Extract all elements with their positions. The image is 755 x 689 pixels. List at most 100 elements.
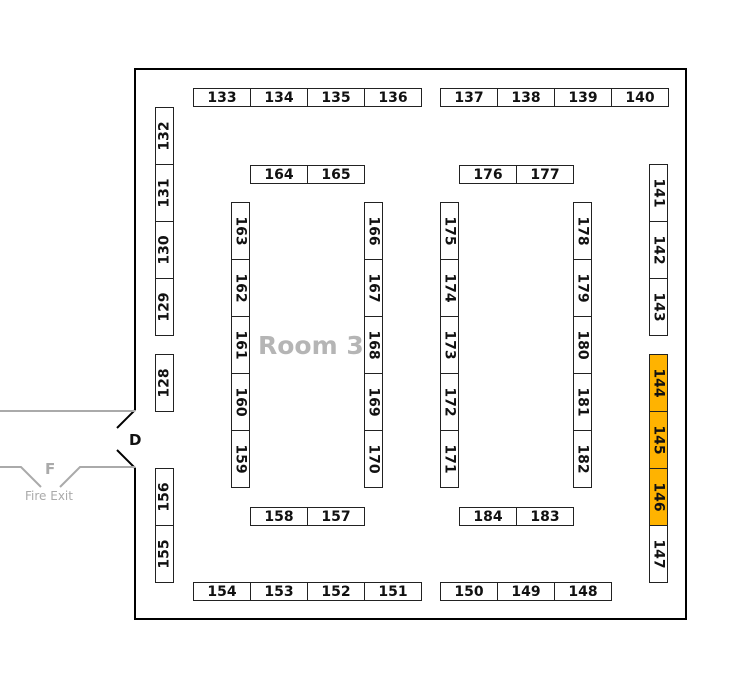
booth-166[interactable]: 166: [364, 202, 383, 260]
booth-number: 169: [365, 387, 382, 417]
booth-160[interactable]: 160: [231, 373, 250, 431]
booth-number: 167: [365, 273, 382, 303]
booth-number: 131: [156, 178, 173, 208]
booth-131[interactable]: 131: [155, 164, 174, 222]
booth-number: 182: [574, 444, 591, 474]
booth-number: 157: [321, 508, 351, 525]
booth-number: 134: [264, 89, 294, 106]
booth-158[interactable]: 158: [250, 507, 308, 526]
booth-132[interactable]: 132: [155, 107, 174, 165]
booth-184[interactable]: 184: [459, 507, 517, 526]
booth-number: 143: [650, 292, 667, 322]
booth-130[interactable]: 130: [155, 221, 174, 279]
booth-number: 128: [156, 368, 173, 398]
booth-number: 159: [232, 444, 249, 474]
booth-number: 152: [321, 583, 351, 600]
booth-163[interactable]: 163: [231, 202, 250, 260]
room-label: Room 3: [258, 331, 364, 360]
booth-171[interactable]: 171: [440, 430, 459, 488]
booth-number: 173: [441, 330, 458, 360]
booth-number: 172: [441, 387, 458, 417]
booth-140[interactable]: 140: [611, 88, 669, 107]
booth-144[interactable]: 144: [649, 354, 668, 412]
booth-145[interactable]: 145: [649, 411, 668, 469]
booth-174[interactable]: 174: [440, 259, 459, 317]
booth-129[interactable]: 129: [155, 278, 174, 336]
booth-number: 132: [156, 121, 173, 151]
booth-number: 163: [232, 216, 249, 246]
door-label: D: [129, 431, 142, 449]
booth-134[interactable]: 134: [250, 88, 308, 107]
booth-177[interactable]: 177: [516, 165, 574, 184]
booth-135[interactable]: 135: [307, 88, 365, 107]
booth-146[interactable]: 146: [649, 468, 668, 526]
booth-161[interactable]: 161: [231, 316, 250, 374]
booth-169[interactable]: 169: [364, 373, 383, 431]
booth-143[interactable]: 143: [649, 278, 668, 336]
booth-number: 141: [650, 178, 667, 208]
fire-exit-label: Fire Exit: [25, 489, 73, 503]
fire-exit-letter: F: [45, 460, 56, 478]
booth-number: 129: [156, 292, 173, 322]
booth-number: 150: [454, 583, 484, 600]
booth-139[interactable]: 139: [554, 88, 612, 107]
booth-136[interactable]: 136: [364, 88, 422, 107]
booth-148[interactable]: 148: [554, 582, 612, 601]
booth-number: 174: [441, 273, 458, 303]
booth-137[interactable]: 137: [440, 88, 498, 107]
booth-165[interactable]: 165: [307, 165, 365, 184]
booth-167[interactable]: 167: [364, 259, 383, 317]
booth-180[interactable]: 180: [573, 316, 592, 374]
booth-179[interactable]: 179: [573, 259, 592, 317]
booth-number: 142: [650, 235, 667, 265]
booth-149[interactable]: 149: [497, 582, 555, 601]
booth-154[interactable]: 154: [193, 582, 251, 601]
booth-number: 158: [264, 508, 294, 525]
booth-number: 140: [625, 89, 655, 106]
booth-number: 180: [574, 330, 591, 360]
booth-number: 146: [650, 482, 667, 512]
booth-162[interactable]: 162: [231, 259, 250, 317]
booth-number: 181: [574, 387, 591, 417]
booth-142[interactable]: 142: [649, 221, 668, 279]
booth-number: 130: [156, 235, 173, 265]
booth-number: 177: [530, 166, 560, 183]
booth-183[interactable]: 183: [516, 507, 574, 526]
booth-150[interactable]: 150: [440, 582, 498, 601]
booth-number: 175: [441, 216, 458, 246]
booth-133[interactable]: 133: [193, 88, 251, 107]
booth-168[interactable]: 168: [364, 316, 383, 374]
booth-number: 162: [232, 273, 249, 303]
booth-152[interactable]: 152: [307, 582, 365, 601]
booth-number: 178: [574, 216, 591, 246]
booth-number: 164: [264, 166, 294, 183]
booth-181[interactable]: 181: [573, 373, 592, 431]
booth-178[interactable]: 178: [573, 202, 592, 260]
booth-147[interactable]: 147: [649, 525, 668, 583]
booth-155[interactable]: 155: [155, 525, 174, 583]
booth-182[interactable]: 182: [573, 430, 592, 488]
booth-number: 153: [264, 583, 294, 600]
booth-157[interactable]: 157: [307, 507, 365, 526]
booth-141[interactable]: 141: [649, 164, 668, 222]
booth-number: 151: [378, 583, 408, 600]
booth-number: 165: [321, 166, 351, 183]
booth-151[interactable]: 151: [364, 582, 422, 601]
booth-176[interactable]: 176: [459, 165, 517, 184]
booth-164[interactable]: 164: [250, 165, 308, 184]
booth-number: 184: [473, 508, 503, 525]
booth-175[interactable]: 175: [440, 202, 459, 260]
booth-number: 138: [511, 89, 541, 106]
booth-number: 156: [156, 482, 173, 512]
booth-128[interactable]: 128: [155, 354, 174, 412]
booth-159[interactable]: 159: [231, 430, 250, 488]
booth-153[interactable]: 153: [250, 582, 308, 601]
booth-number: 154: [207, 583, 237, 600]
booth-173[interactable]: 173: [440, 316, 459, 374]
booth-138[interactable]: 138: [497, 88, 555, 107]
booth-170[interactable]: 170: [364, 430, 383, 488]
booth-156[interactable]: 156: [155, 468, 174, 526]
booth-172[interactable]: 172: [440, 373, 459, 431]
